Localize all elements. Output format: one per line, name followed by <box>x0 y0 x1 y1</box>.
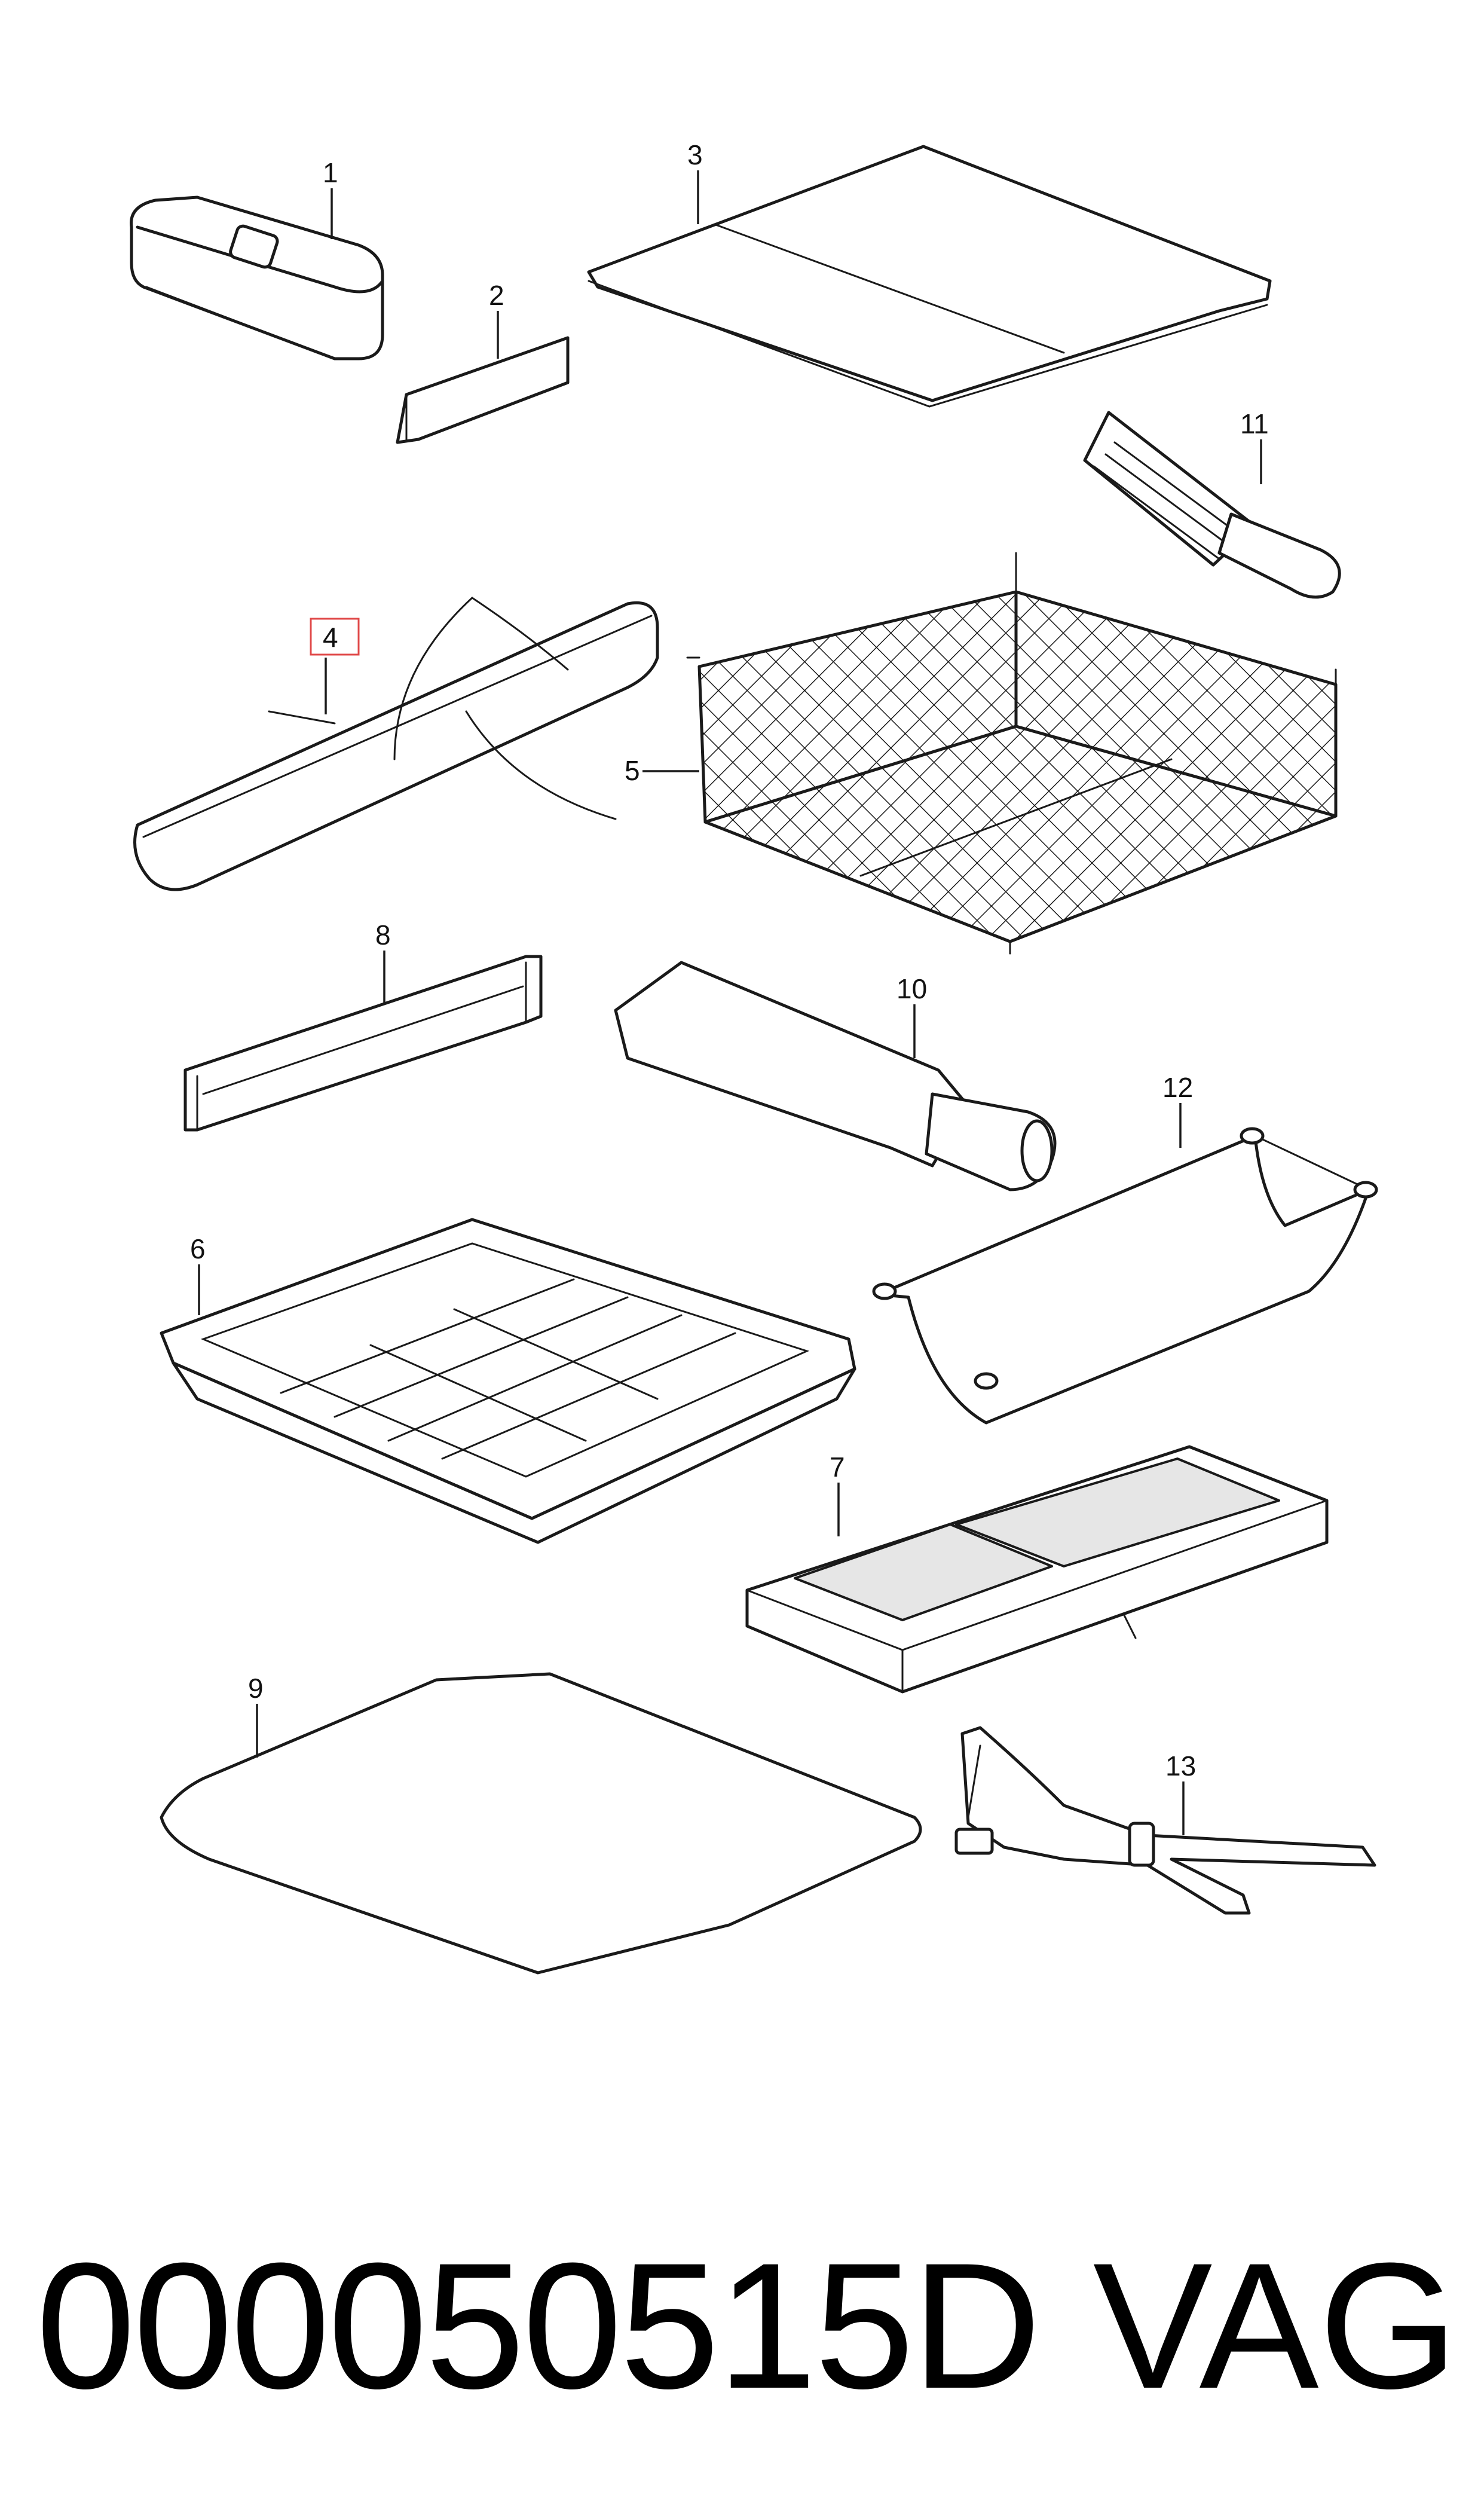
callout-2: 2 <box>489 280 504 311</box>
caption: 000050515D VAG <box>36 2200 1458 2451</box>
part-4-ski-bag: 4 <box>133 597 659 891</box>
part-1-storage-box: 1 <box>130 157 384 360</box>
part-5-cargo-net: 5 <box>625 552 1338 955</box>
part-10-umbrella: 10 <box>614 961 1057 1191</box>
callout-4: 4 <box>323 622 338 653</box>
callout-13: 13 <box>1165 1750 1196 1781</box>
part-2-divider: 2 <box>396 280 570 444</box>
parts-diagram: 1 2 3 11 4 <box>130 139 1378 1975</box>
part-13-strap: 13 <box>954 1726 1376 1915</box>
callout-3: 3 <box>687 139 703 170</box>
callout-11: 11 <box>1240 408 1269 439</box>
callout-6: 6 <box>190 1233 206 1264</box>
part-number: 000050515D <box>36 2225 1041 2426</box>
bin-icon <box>229 224 279 269</box>
callout-9: 9 <box>248 1673 264 1704</box>
callout-5: 5 <box>625 755 640 786</box>
callout-8: 8 <box>375 919 391 951</box>
part-7-organiser: 7 <box>745 1445 1329 1694</box>
part-6-boot-tray: 6 <box>160 1218 856 1544</box>
callout-10: 10 <box>896 973 927 1004</box>
callout-12: 12 <box>1162 1072 1193 1103</box>
part-3-cargo-panel: 3 <box>587 139 1272 408</box>
callout-7: 7 <box>830 1451 845 1483</box>
callout-1: 1 <box>323 157 338 188</box>
part-8-rail: 8 <box>183 919 543 1132</box>
part-12-hammock: 12 <box>872 1072 1378 1425</box>
brand-label: VAG <box>1093 2225 1458 2426</box>
callout-4-highlight-box <box>310 618 360 656</box>
part-9-boot-mat: 9 <box>160 1672 922 1975</box>
part-11-brush: 11 <box>1083 408 1341 599</box>
